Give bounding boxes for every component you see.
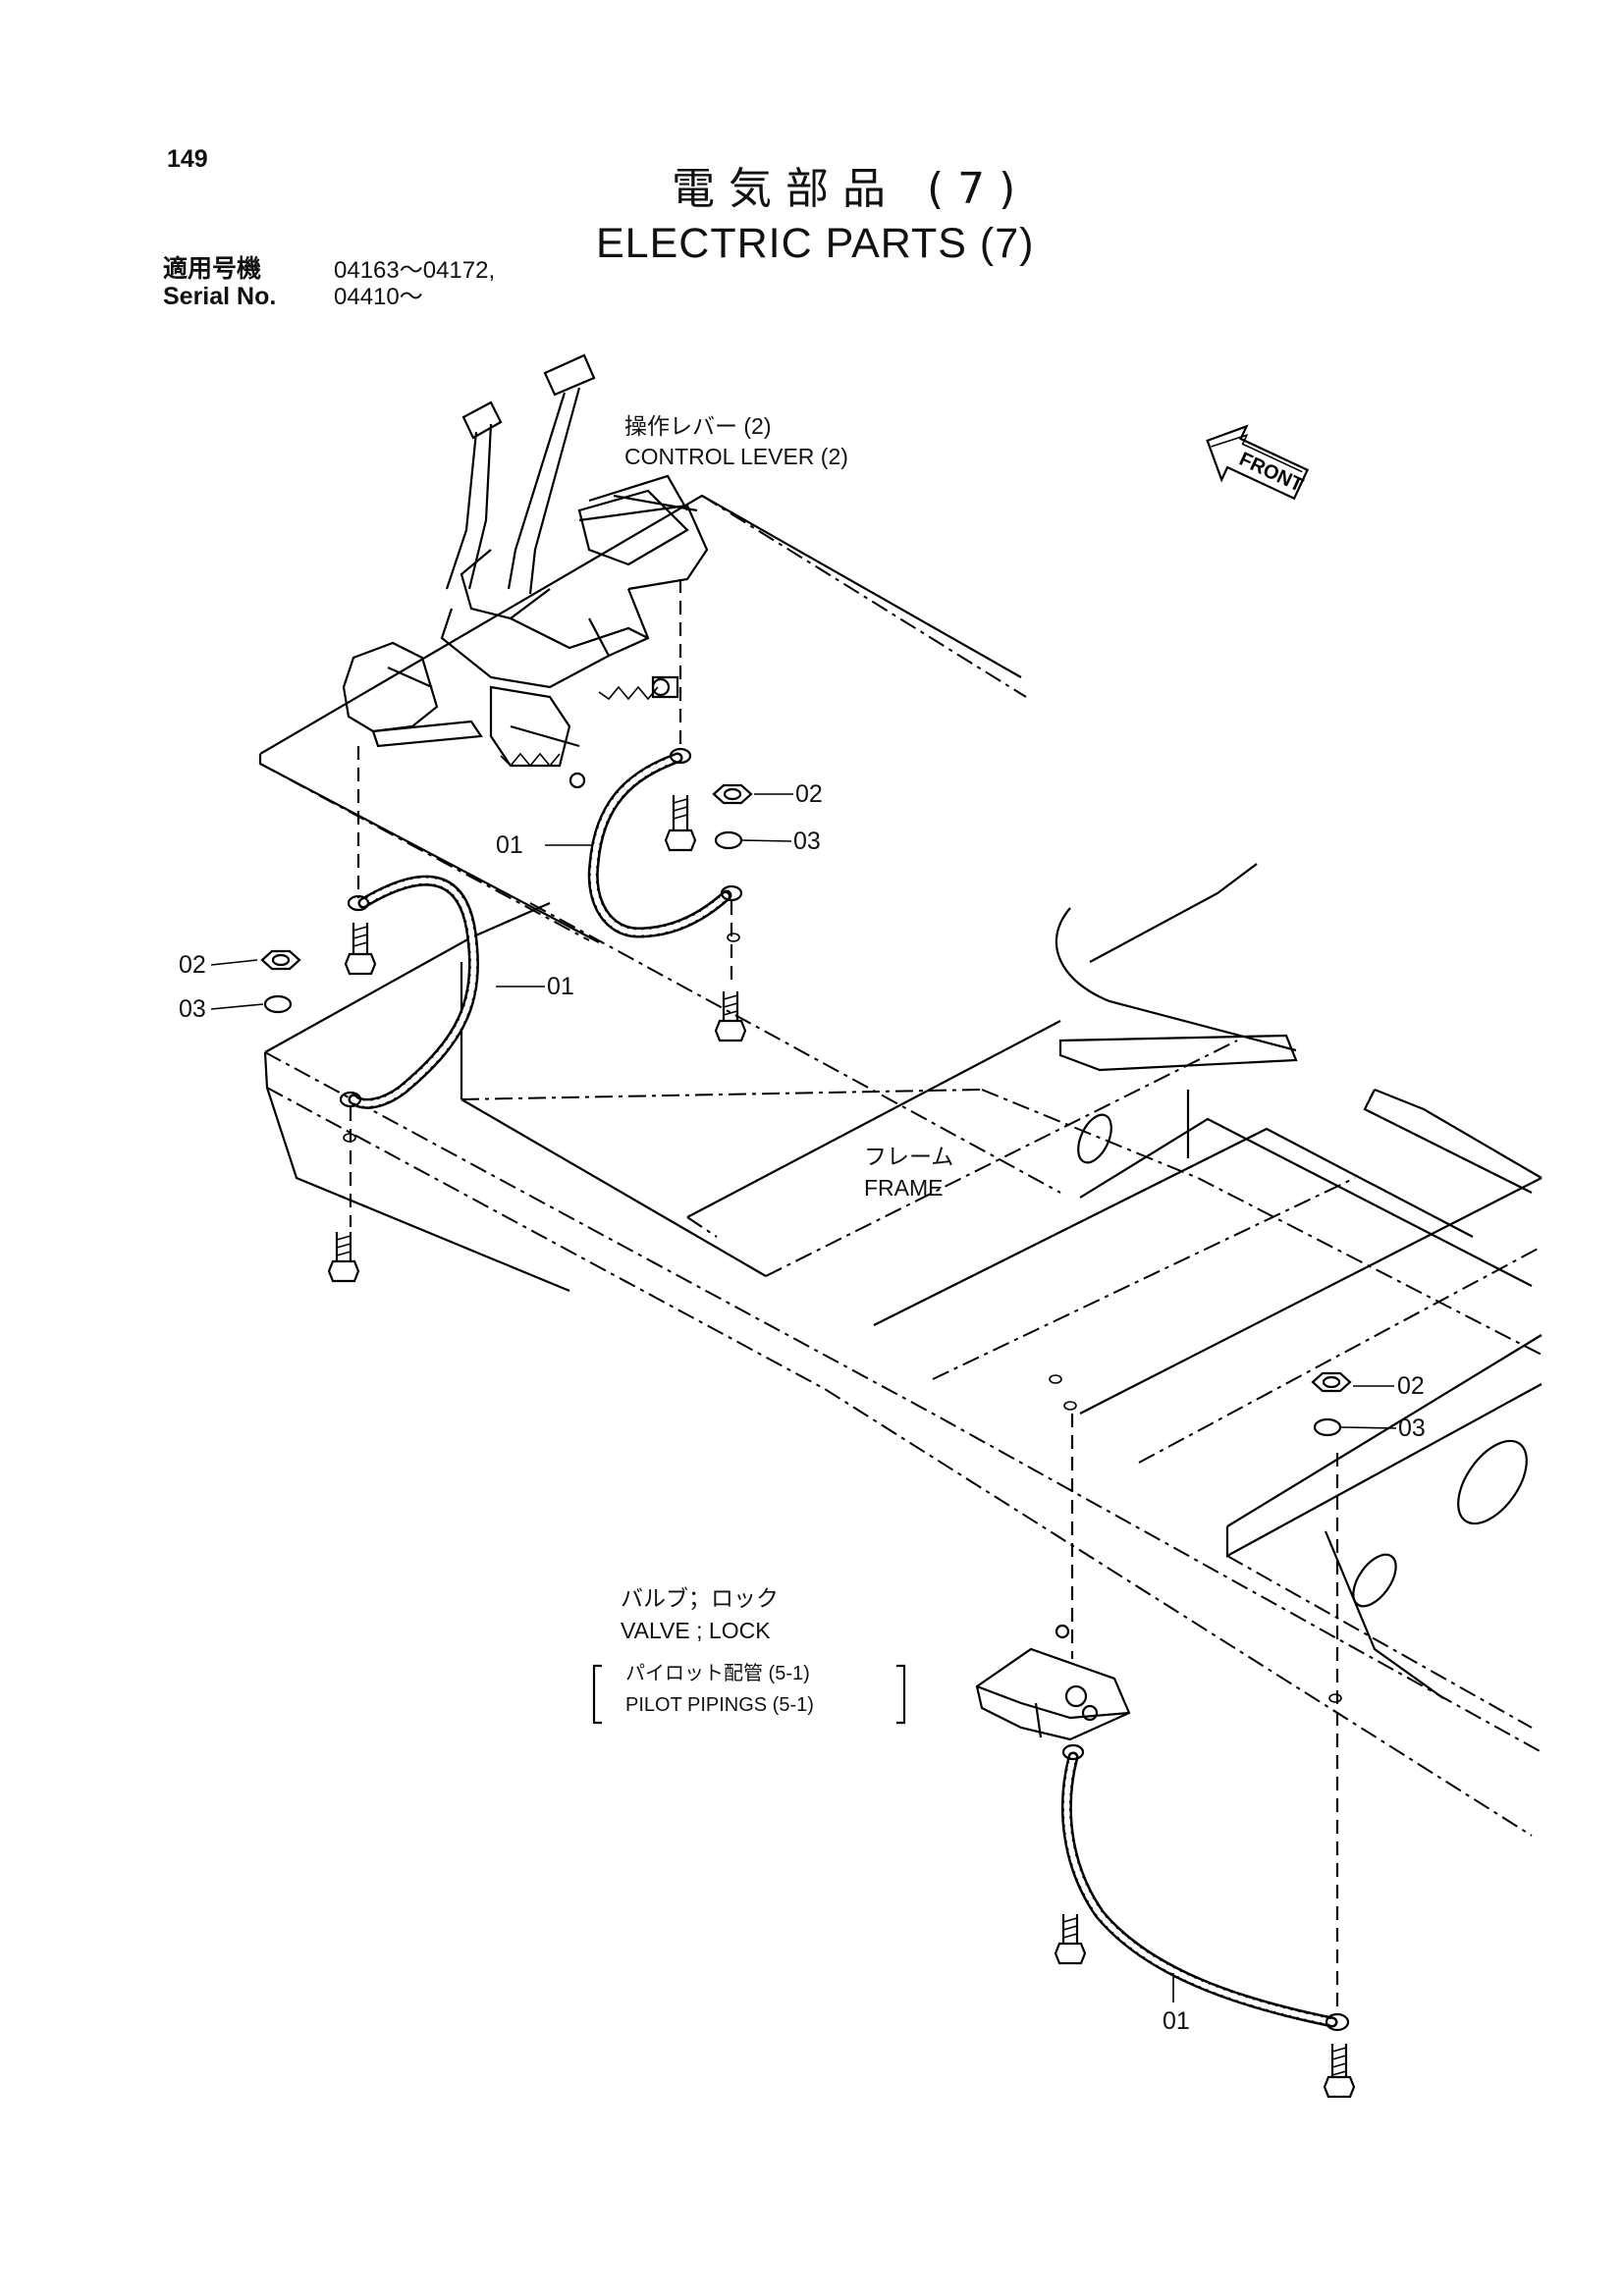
callout-01-left: 01 — [547, 973, 574, 1000]
front-arrow-icon: FRONT — [1206, 424, 1310, 501]
callout-03-right: 03 — [1398, 1415, 1426, 1442]
callout-01-upper: 01 — [496, 831, 523, 859]
serial-value-2: 04410～ — [334, 284, 423, 310]
pilot-pipings-label-en: PILOT PIPINGS (5-1) — [625, 1694, 814, 1716]
page-number: 149 — [167, 145, 208, 173]
callout-02-right: 02 — [1397, 1372, 1425, 1400]
callout-01-lower: 01 — [1163, 2007, 1190, 2035]
lock-washer-icon — [263, 830, 1342, 1437]
lock-valve — [975, 1624, 1131, 1741]
control-lever-assembly — [342, 353, 709, 789]
control-lever-label-en: CONTROL LEVER (2) — [624, 444, 848, 469]
ground-cable-lower — [1061, 1414, 1350, 2032]
hex-nut-icon — [260, 783, 1352, 1393]
callout-03-left: 03 — [179, 995, 206, 1023]
control-lever-label-jp: 操作レバー (2) — [624, 413, 772, 439]
bolt-icon — [327, 795, 1356, 2099]
front-label: FRONT — [1236, 449, 1307, 497]
leader-lines — [210, 793, 1397, 2002]
pilot-pipings-label-jp: パイロット配管 (5-1) — [625, 1663, 810, 1684]
callout-03-upper: 03 — [793, 828, 821, 855]
mounting-holes — [343, 933, 1342, 1703]
ground-cable-left — [339, 746, 479, 1227]
valve-lock-label-jp: バルブ；ロック — [621, 1585, 779, 1611]
title-japanese: 電気部品 (7) — [672, 164, 1030, 214]
pilot-pipings-bracket — [592, 1664, 906, 1725]
serial-label-english: Serial No. — [163, 283, 277, 310]
serial-label-japanese: 適用号機 — [163, 255, 262, 283]
floor-plate — [258, 494, 1027, 943]
ground-cable-middle — [587, 579, 743, 982]
valve-lock-label-en: VALVE ; LOCK — [621, 1618, 771, 1643]
callout-02-upper: 02 — [795, 780, 823, 808]
callout-02-left: 02 — [179, 951, 206, 979]
frame-label-jp: フレーム — [864, 1144, 954, 1169]
serial-value-1: 04163～04172, — [334, 257, 496, 284]
frame-structure — [263, 863, 1542, 1837]
frame-label-en: FRAME — [864, 1175, 944, 1201]
title-english: ELECTRIC PARTS (7) — [596, 220, 1035, 267]
